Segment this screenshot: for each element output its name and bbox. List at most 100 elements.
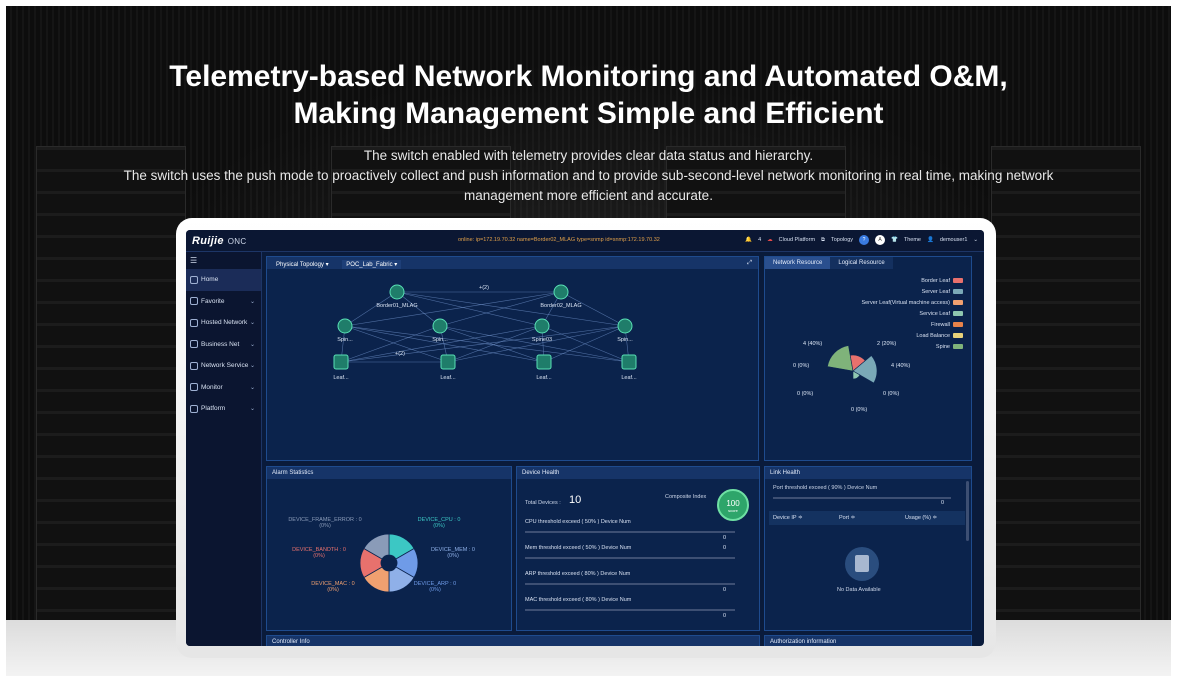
help-icon[interactable]: ?: [859, 235, 870, 245]
svg-text:(0%): (0%): [429, 587, 441, 593]
theme-button[interactable]: Theme: [903, 237, 921, 243]
chevron-down-icon[interactable]: ⌄: [249, 341, 255, 348]
hero-subtitle: The switch enabled with telemetry provid…: [123, 148, 1054, 203]
legend-label: Service Leaf: [919, 310, 950, 317]
topology-link: [344, 325, 630, 363]
svg-text:Leaf...: Leaf...: [621, 375, 637, 381]
topology-link: [340, 325, 543, 363]
authorization-panel: Authorization information: [764, 635, 972, 646]
legend-item[interactable]: Spine: [861, 341, 963, 352]
topology-link: [541, 325, 630, 363]
tab-logical-resource[interactable]: Logical Resource: [830, 257, 893, 269]
legend-label: Firewall: [931, 321, 950, 328]
topology-node[interactable]: Border02_MLAG: [540, 284, 582, 309]
topology-link[interactable]: Topology: [830, 237, 854, 243]
health-row-value: 0: [723, 587, 727, 593]
topology-link: [396, 291, 543, 327]
legend-item[interactable]: Service Leaf: [861, 308, 963, 319]
total-devices-label: Total Devices :: [525, 500, 561, 506]
view-select[interactable]: Physical Topology ▾: [276, 262, 329, 268]
port-threshold-label: Port threshold exceed ( 90% ) Device Num: [773, 485, 878, 491]
slice-label: 0 (0%): [851, 407, 867, 413]
sidebar-item-hosted-network[interactable]: Hosted Network⌄: [186, 312, 261, 334]
topology-node[interactable]: Border01_MLAG: [376, 284, 418, 309]
svg-text:(0%): (0%): [447, 553, 459, 559]
legend-item[interactable]: Server Leaf(Virtual machine access): [861, 297, 963, 308]
topology-node[interactable]: Spin...: [617, 318, 633, 343]
controller-info-panel: Controller Info: [266, 635, 760, 646]
col-device-ip[interactable]: Device IP ≑: [773, 515, 803, 521]
topology-node[interactable]: Leaf...: [621, 354, 637, 381]
legend-item[interactable]: Load Balance: [861, 330, 963, 341]
topology-node[interactable]: Spin...: [337, 318, 353, 343]
slice-label: 0 (0%): [797, 391, 813, 397]
chevron-down-icon[interactable]: ⌄: [249, 406, 255, 413]
port-threshold-bar: [773, 497, 951, 499]
legend-swatch: [953, 278, 963, 283]
no-data-text: No Data Available: [837, 587, 881, 593]
link-health-title: Link Health: [765, 467, 971, 479]
topology-link: [344, 325, 449, 363]
resource-slice[interactable]: [827, 345, 854, 372]
chevron-down-icon[interactable]: ⌄: [249, 298, 255, 305]
expand-icon[interactable]: ⤢: [747, 260, 752, 266]
resource-slice[interactable]: [852, 370, 861, 380]
legend-swatch: [953, 311, 963, 316]
chevron-down-icon[interactable]: ⌄: [249, 384, 255, 391]
sidebar-item-label: Business Net: [201, 340, 240, 348]
resource-slice[interactable]: [852, 355, 878, 384]
health-row-label: Mem threshold exceed ( 50% ) Device Num: [525, 545, 632, 551]
alarm-label: DEVICE_MEM : 0(0%): [431, 547, 475, 559]
chevron-down-icon[interactable]: ⌄: [249, 363, 255, 370]
sidebar-item-home[interactable]: Home: [186, 269, 261, 291]
theme-icon: 👕: [891, 237, 898, 243]
sidebar-item-label: Network Service: [201, 362, 249, 370]
svg-text:(0%): (0%): [327, 587, 339, 593]
sidebar-item-business-net[interactable]: Business Net ⌄: [186, 334, 261, 356]
topology-graph[interactable]: Border01_MLAG Border02_MLAG Spin... Spin...…: [267, 269, 760, 461]
topology-link: [396, 291, 441, 327]
topology-panel: Physical Topology ▾ POC_Lab_Fabric ▾ ⤢ B…: [266, 256, 759, 461]
topology-link: [344, 325, 545, 363]
sidebar-item-platform[interactable]: Platform⌄: [186, 398, 261, 420]
legend-item[interactable]: Border Leaf: [861, 275, 963, 286]
legend-item[interactable]: Firewall: [861, 319, 963, 330]
sidebar-item-favorite[interactable]: Favorite ⌄: [186, 291, 261, 313]
sidebar-item-network-service[interactable]: Network Service⌄: [186, 355, 261, 377]
alarm-slice[interactable]: [363, 533, 390, 560]
legend-swatch: [953, 344, 963, 349]
topology-link: [543, 325, 626, 363]
bell-icon[interactable]: 🔔: [745, 237, 753, 243]
cloud-icon: ☁: [767, 237, 773, 243]
sidebar-item-label: Favorite: [201, 297, 225, 305]
col-usage[interactable]: Usage (%) ≑: [905, 515, 938, 521]
tab-network-resource[interactable]: Network Resource: [765, 257, 831, 269]
topology-node[interactable]: Leaf...: [333, 354, 349, 381]
svg-text:DEVICE_BANDTH : 0: DEVICE_BANDTH : 0: [292, 547, 346, 553]
topology-node[interactable]: Leaf...: [536, 354, 552, 381]
svg-text:Spin...: Spin...: [337, 337, 353, 343]
topology-node[interactable]: Leaf...: [440, 354, 456, 381]
fabric-select[interactable]: POC_Lab_Fabric ▾: [342, 260, 402, 269]
health-row-label: CPU threshold exceed ( 50% ) Device Num: [525, 519, 631, 525]
cloud-platform-link[interactable]: Cloud Platform: [778, 237, 816, 243]
legend-swatch: [953, 289, 963, 294]
menu-icon[interactable]: ☰: [190, 256, 198, 265]
svg-text:DEVICE_MEM : 0: DEVICE_MEM : 0: [431, 547, 475, 553]
chevron-down-icon[interactable]: ⌄: [249, 320, 255, 327]
health-row-bar: [525, 557, 735, 559]
legend-label: Server Leaf(Virtual machine access): [861, 299, 950, 306]
svg-text:Spin...: Spin...: [432, 337, 448, 343]
link-health-panel: Link Health Port threshold exceed ( 90% …: [764, 466, 972, 631]
chevron-down-icon[interactable]: ⌄: [973, 237, 978, 243]
scrollbar[interactable]: [966, 481, 969, 541]
sidebar-item-monitor[interactable]: Monitor⌄: [186, 377, 261, 399]
user-menu[interactable]: demouser1: [939, 237, 968, 243]
topology-node[interactable]: Spin...: [432, 318, 448, 343]
language-icon[interactable]: A: [875, 235, 886, 245]
topology-node[interactable]: Spine03: [532, 318, 552, 343]
col-port[interactable]: Port ≑: [839, 515, 856, 521]
alarm-panel: Alarm Statistics DEVICE_FRAME_ERROR : 0(…: [266, 466, 512, 631]
svg-text:Border01_MLAG: Border01_MLAG: [376, 303, 417, 309]
legend-item[interactable]: Server Leaf: [861, 286, 963, 297]
